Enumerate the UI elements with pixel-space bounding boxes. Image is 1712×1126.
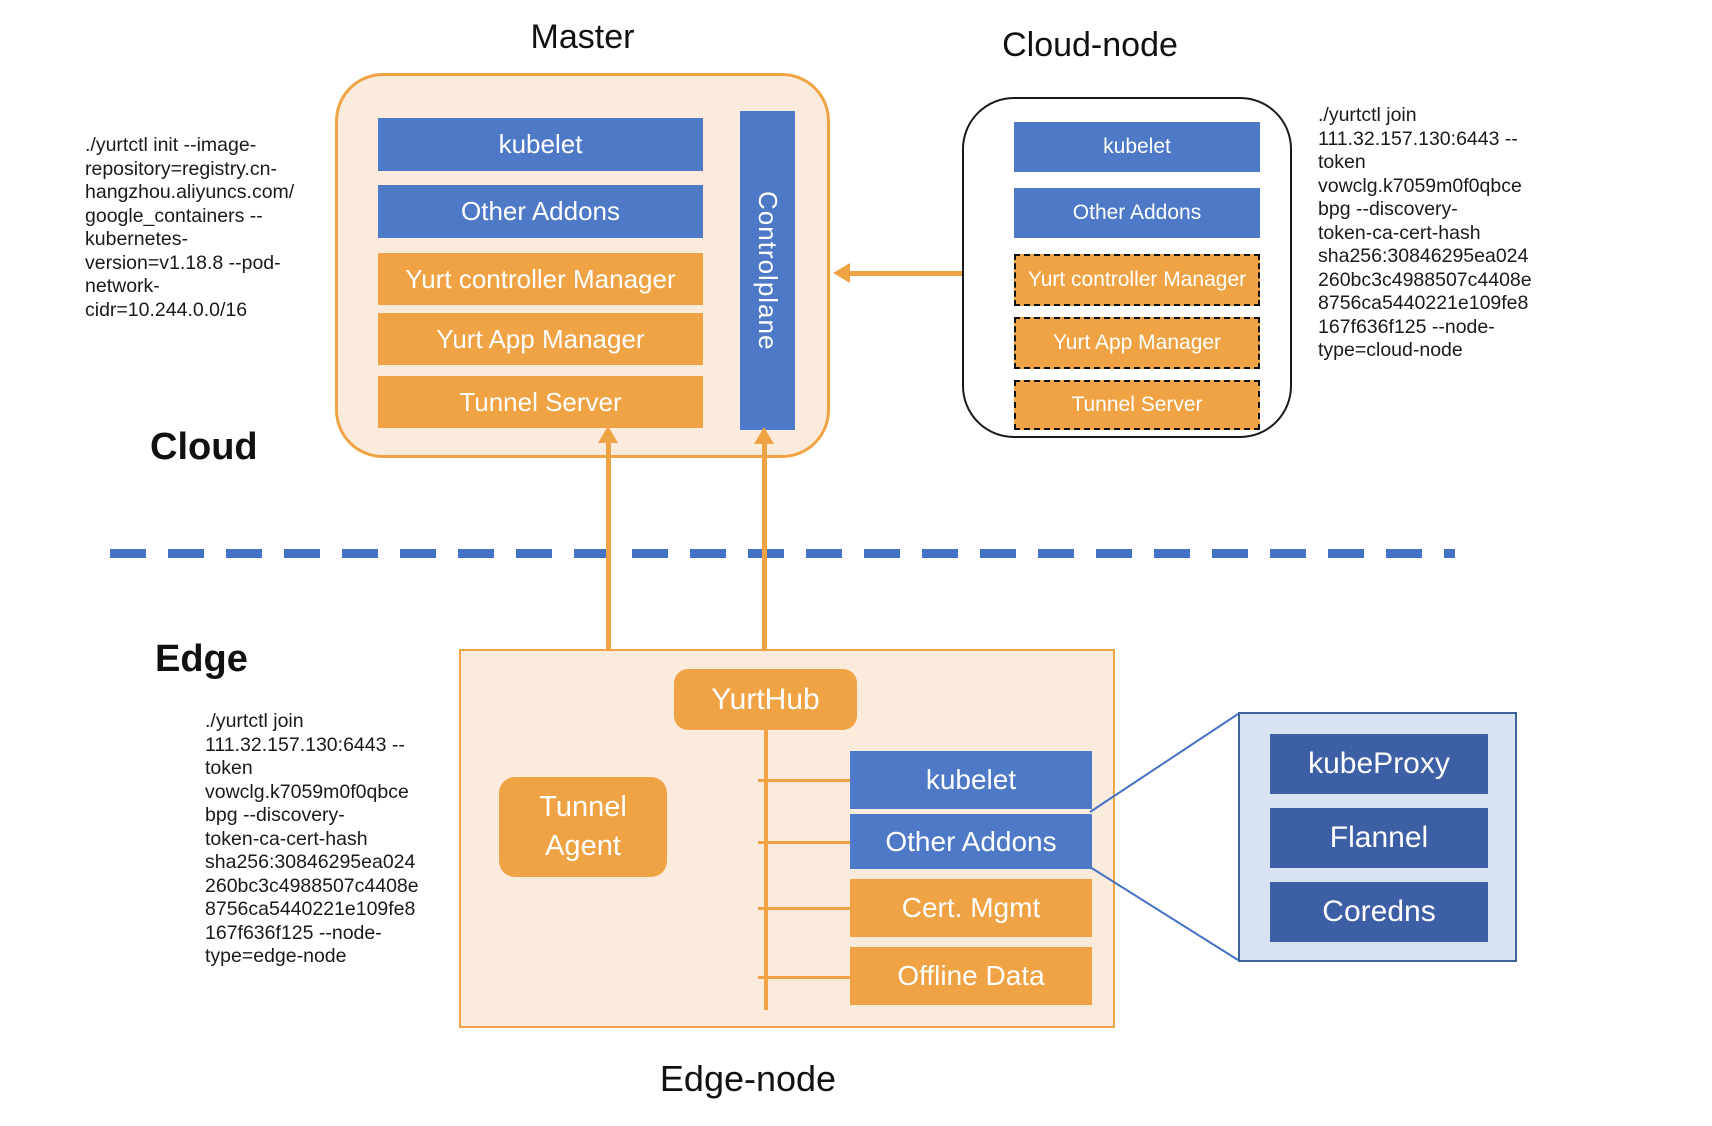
coredns-box: Coredns <box>1270 882 1488 942</box>
controlplane-label: Controlplane <box>753 190 783 351</box>
branch-offline-data-line <box>758 975 850 979</box>
yurthub-box: YurtHub <box>674 669 857 730</box>
master-kubelet-box: kubelet <box>378 118 703 171</box>
master-other-addons-box: Other Addons <box>378 185 703 238</box>
master-yurt-controller-manager-box: Yurt controller Manager <box>378 253 703 305</box>
yurthub-arrow-up-head-icon <box>754 427 774 444</box>
edge-zone-label: Edge <box>155 638 248 680</box>
branch-other-addons-line <box>758 840 850 844</box>
cloudnode-yurt-controller-manager-box: Yurt controller Manager <box>1014 254 1260 306</box>
tunnel-agent-box: Tunnel Agent <box>499 777 667 877</box>
cloudnode-to-master-arrowhead-icon <box>833 263 850 283</box>
edgenode-kubelet-box: kubelet <box>850 751 1092 809</box>
edge-node-container: YurtHub Tunnel Agent kubelet Other Addon… <box>459 649 1115 1028</box>
cloudnode-other-addons-box: Other Addons <box>1014 188 1260 238</box>
master-tunnel-server-box: Tunnel Server <box>378 376 703 428</box>
yurthub-bus-line <box>764 730 768 1010</box>
cloud-node-container: kubelet Other Addons Yurt controller Man… <box>962 97 1292 438</box>
tunnel-server-agent-arrow-line <box>605 440 611 765</box>
branch-cert-mgmt-line <box>758 906 850 910</box>
yurtctl-join-cloud-command: ./yurtctl join 111.32.157.130:6443 -- to… <box>1318 104 1532 361</box>
edgenode-cert-mgmt-box: Cert. Mgmt <box>850 879 1092 937</box>
cloudnode-kubelet-box: kubelet <box>1014 122 1260 172</box>
cloudnode-yurt-app-manager-box: Yurt App Manager <box>1014 317 1260 369</box>
other-addons-detail-container: kubeProxy Flannel Coredns <box>1238 712 1517 962</box>
tunnel-arrow-up-head-icon <box>598 426 618 443</box>
cloudnode-to-master-arrow-line <box>848 270 962 276</box>
edge-node-title: Edge-node <box>659 1058 837 1099</box>
master-yurt-app-manager-box: Yurt App Manager <box>378 313 703 365</box>
yurtctl-init-command: ./yurtctl init --image- repository=regis… <box>85 134 295 321</box>
cloud-edge-divider-line <box>110 549 1455 558</box>
master-title: Master <box>530 18 635 56</box>
controlplane-bar: Controlplane <box>740 111 795 430</box>
branch-kubelet-line <box>758 778 850 782</box>
flannel-box: Flannel <box>1270 808 1488 868</box>
edgenode-other-addons-box: Other Addons <box>850 814 1092 869</box>
yurtctl-join-edge-command: ./yurtctl join 111.32.157.130:6443 -- to… <box>205 710 419 967</box>
yurthub-label: YurtHub <box>711 682 820 716</box>
yurthub-to-controlplane-arrow-line <box>761 441 767 667</box>
master-container: kubelet Other Addons Yurt controller Man… <box>335 73 830 458</box>
kubeproxy-box: kubeProxy <box>1270 734 1488 794</box>
cloud-zone-label: Cloud <box>150 426 258 468</box>
cloud-node-title: Cloud-node <box>1002 26 1178 64</box>
edgenode-offline-data-box: Offline Data <box>850 947 1092 1005</box>
cloudnode-tunnel-server-box: Tunnel Server <box>1014 380 1260 430</box>
